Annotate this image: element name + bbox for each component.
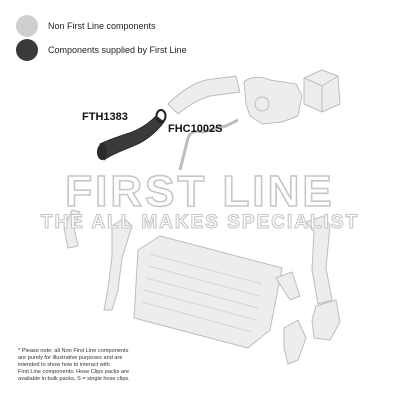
watermark-line2: THE ALL MAKES SPECIALIST [41, 212, 359, 233]
first-line-components [97, 109, 167, 161]
breather-pipe [178, 118, 239, 171]
turbo-housing [243, 76, 303, 125]
footnote-line: are purely for illustrative purposes and… [18, 355, 123, 362]
footnote-line: First Line components. Hose Clips packs … [18, 369, 129, 376]
footnote: * Please note: all Non First Line compon… [18, 348, 168, 383]
throttle-body-edge [303, 75, 339, 112]
legend-label-non-first-line: Non First Line components [48, 21, 156, 31]
right-outlet-hose [305, 215, 333, 305]
light-grey-circle-icon [16, 15, 38, 37]
upper-inlet-hose [167, 75, 241, 115]
part-label-fth1383: FTH1383 [82, 111, 128, 123]
footnote-line: available in bulk packs, S = single hose… [18, 376, 130, 383]
turbo-port [254, 96, 270, 112]
fth1383-end-cuff [97, 144, 107, 160]
right-lower-elbow [311, 299, 341, 341]
intercooler [133, 235, 283, 349]
non-first-line-components [63, 69, 341, 365]
left-lower-hose [103, 217, 133, 311]
right-small-hose [275, 271, 301, 301]
part-label-fhc1002s: FHC1002S [168, 123, 222, 135]
legend-label-first-line: Components supplied by First Line [48, 45, 187, 55]
fth1383-hose [99, 115, 165, 161]
left-long-hose [63, 209, 81, 249]
footnote-line: * Please note: all Non First Line compon… [18, 348, 129, 354]
bottom-small-hose [283, 319, 307, 365]
dark-grey-circle-icon [16, 39, 38, 61]
legend-item-non-first-line: Non First Line components [16, 15, 156, 37]
footnote-line: intended to show how to interact with [18, 362, 110, 369]
watermark-line1: FIRST LINE [65, 167, 335, 216]
legend-item-first-line: Components supplied by First Line [16, 39, 187, 61]
intercooler-fins [141, 253, 263, 333]
fhc1002s-hose-clip [155, 109, 167, 123]
first-line-watermark: FIRST LINE THE ALL MAKES SPECIALIST [40, 166, 359, 233]
